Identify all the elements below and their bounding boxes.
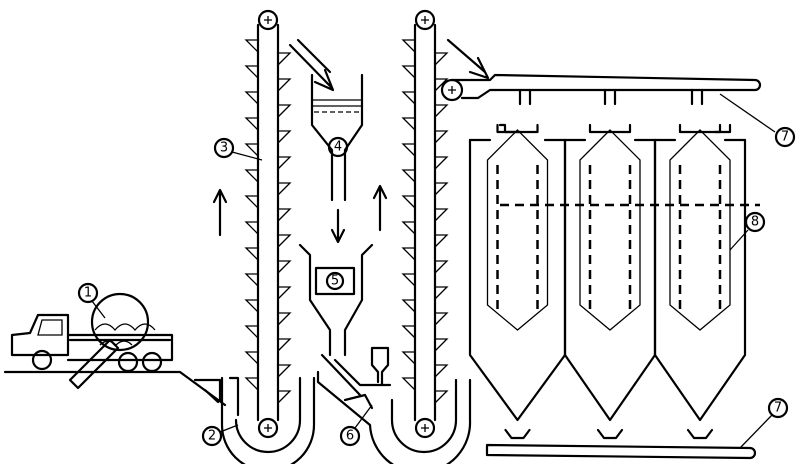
- bucket: [244, 143, 259, 157]
- bucket: [434, 104, 449, 118]
- bottom-conveyor: 7: [485, 397, 789, 460]
- bucket: [244, 273, 259, 287]
- bucket: [434, 78, 449, 92]
- bucket: [434, 156, 449, 170]
- label-8: 8: [751, 215, 759, 230]
- bucket: [401, 39, 416, 53]
- bucket: [244, 65, 259, 79]
- silo-aeration-frame: [486, 129, 549, 331]
- bucket: [277, 364, 292, 378]
- silo-outlet: [596, 428, 624, 440]
- bucket: [401, 91, 416, 105]
- silo-label: 8: [729, 211, 766, 251]
- bucket: [277, 338, 292, 352]
- up-arrow-icon: [212, 188, 228, 237]
- bucket: [244, 221, 259, 235]
- elevator-1-buckets: [244, 39, 292, 404]
- bucket: [401, 247, 416, 261]
- bucket: [277, 390, 292, 404]
- bucket: [244, 299, 259, 313]
- bucket: [244, 247, 259, 261]
- bucket: [401, 143, 416, 157]
- bucket: [401, 273, 416, 287]
- label-4: 4: [334, 140, 342, 155]
- bucket: [277, 156, 292, 170]
- bucket: [434, 182, 449, 196]
- bucket: [434, 130, 449, 144]
- scale-5: 5: [298, 243, 374, 357]
- bucket: [277, 130, 292, 144]
- bucket: [401, 299, 416, 313]
- bucket: [434, 234, 449, 248]
- silo-aeration-frame: [579, 129, 641, 331]
- bucket: [434, 364, 449, 378]
- label-7-top: 7: [781, 130, 789, 145]
- bucket: [277, 208, 292, 222]
- bucket: [244, 351, 259, 365]
- bucket: [244, 39, 259, 53]
- silo-2: [563, 138, 657, 422]
- silo-aeration-duct: [588, 165, 632, 310]
- bucket: [244, 325, 259, 339]
- up-arrow-icon: [372, 184, 388, 232]
- top-conveyor: 7: [440, 38, 796, 148]
- silo-aeration-duct: [496, 165, 539, 310]
- bucket: [244, 195, 259, 209]
- label-6: 6: [346, 429, 354, 444]
- label-2: 2: [208, 429, 216, 444]
- bucket: [434, 338, 449, 352]
- elevator-2: [316, 9, 472, 464]
- silo-1: [468, 138, 567, 422]
- silo-inlet: [678, 123, 722, 134]
- label-3: 3: [220, 141, 228, 156]
- label-circle-1: [77, 282, 99, 304]
- bucket: [434, 390, 449, 404]
- silo-aeration-duct: [678, 165, 722, 310]
- bucket: [401, 221, 416, 235]
- bucket: [401, 65, 416, 79]
- bucket: [434, 52, 449, 66]
- bucket: [401, 351, 416, 365]
- bucket: [401, 195, 416, 209]
- bucket: [244, 117, 259, 131]
- elevator-2-buckets: [401, 39, 449, 404]
- label-7-bottom: 7: [774, 401, 782, 416]
- hopper-4: 4: [288, 38, 364, 244]
- bucket: [244, 169, 259, 183]
- silos: [468, 123, 760, 440]
- bucket: [277, 52, 292, 66]
- bucket: [401, 325, 416, 339]
- silo-3: [653, 138, 747, 422]
- bucket: [277, 312, 292, 326]
- bucket: [277, 234, 292, 248]
- down-arrow-icon: [330, 208, 346, 244]
- silo-aeration-frame: [669, 129, 731, 331]
- bucket: [244, 377, 259, 391]
- bucket: [434, 260, 449, 274]
- bucket: [277, 104, 292, 118]
- silo-inlet: [588, 123, 632, 134]
- bucket: [277, 78, 292, 92]
- feeder-6: 6: [320, 346, 392, 447]
- elevator-1: 3 2: [201, 9, 316, 464]
- bucket: [244, 91, 259, 105]
- bucket: [277, 286, 292, 300]
- bucket: [401, 169, 416, 183]
- silo-outlet: [686, 428, 714, 440]
- silo-outlet: [504, 428, 531, 440]
- bucket: [434, 286, 449, 300]
- bucket: [401, 117, 416, 131]
- ground: [3, 370, 227, 407]
- bucket: [434, 208, 449, 222]
- silo-inlet: [498, 123, 732, 134]
- truck: 1: [10, 282, 174, 390]
- bucket: [277, 260, 292, 274]
- label-1: 1: [84, 286, 92, 301]
- bucket: [277, 182, 292, 196]
- label-5: 5: [331, 274, 339, 289]
- bucket: [401, 377, 416, 391]
- bucket: [434, 312, 449, 326]
